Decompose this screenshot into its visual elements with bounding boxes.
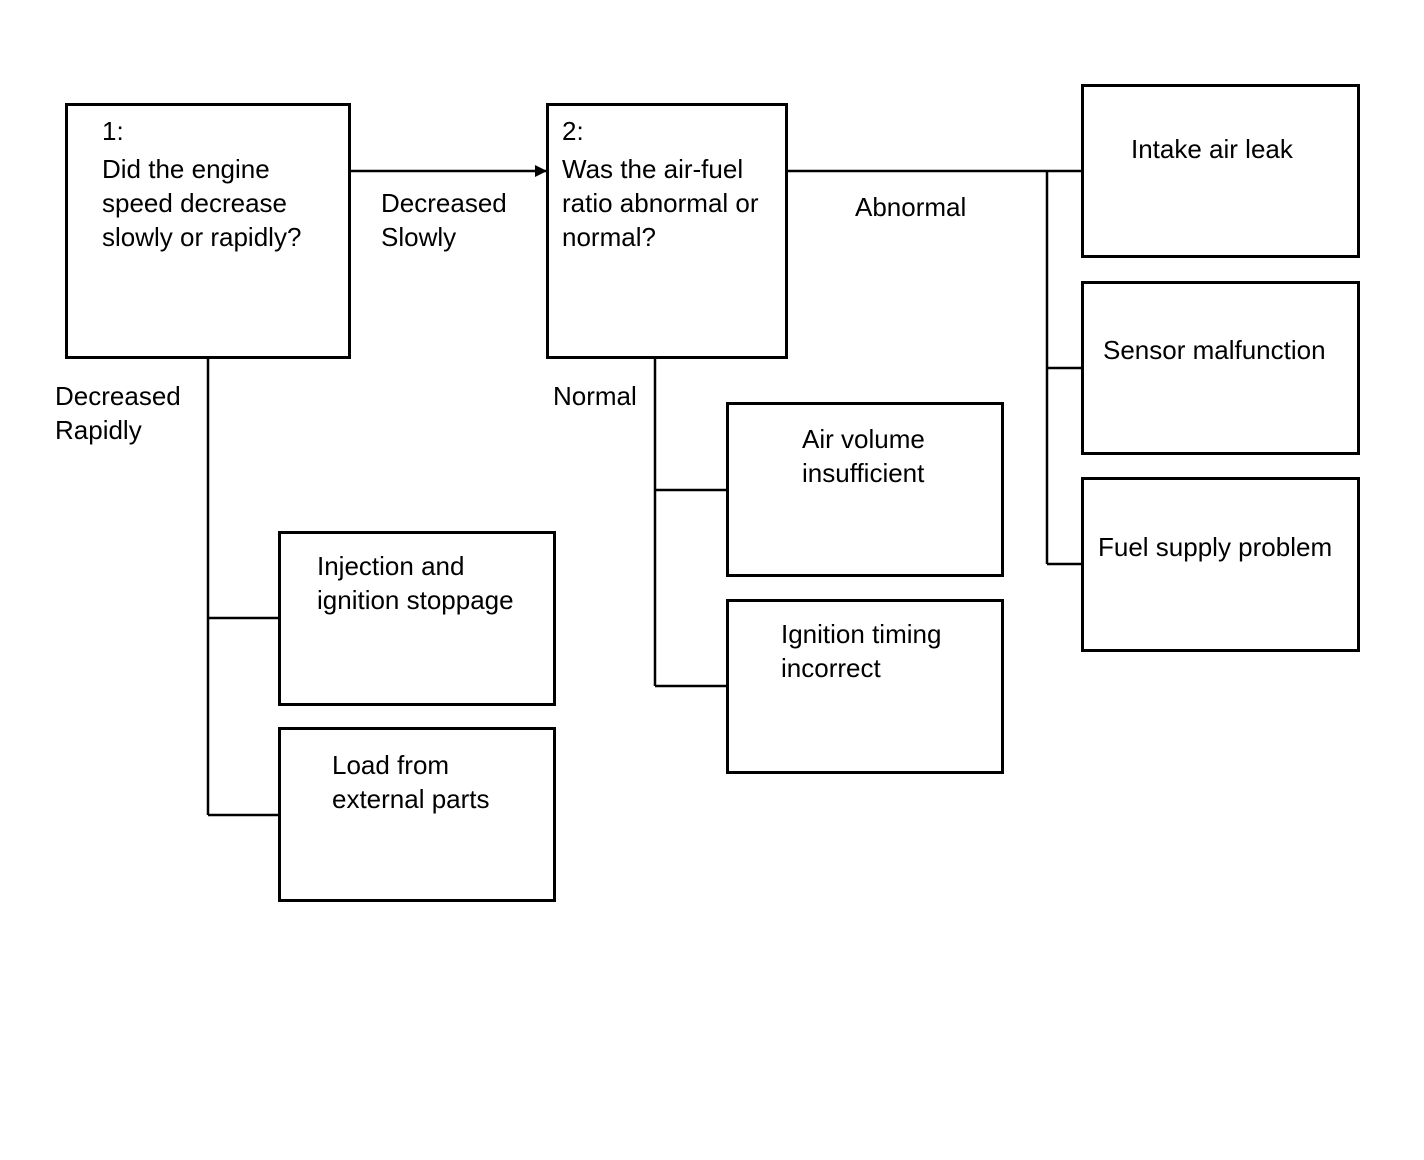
ignition-timing-line: Ignition timing: [781, 619, 942, 649]
ignition-timing-box: [726, 599, 1004, 774]
air-volume-box: [726, 402, 1004, 577]
load-external-line: external parts: [332, 784, 490, 814]
air-volume-line: Air volume: [802, 424, 925, 454]
question-2-line: Was the air-fuel: [562, 154, 744, 184]
edge-label-decreased-slowly: Decreased Slowly: [381, 186, 507, 254]
intake-air-leak-line: Intake air leak: [1131, 134, 1293, 164]
question-1-text: 1: Did the engine speed decrease slowly …: [102, 114, 301, 254]
edge-label-line: Rapidly: [55, 415, 142, 445]
sensor-malfunction-text: Sensor malfunction: [1103, 333, 1326, 367]
edge-label-normal: Normal: [553, 381, 637, 411]
sensor-malfunction-line: Sensor malfunction: [1103, 335, 1326, 365]
edge-label-line: Decreased: [381, 188, 507, 218]
question-2-line: ratio abnormal or: [562, 188, 759, 218]
question-2-line: normal?: [562, 222, 656, 252]
load-external-box: [278, 727, 556, 902]
edge-label-abnormal: Abnormal: [855, 192, 967, 222]
question-1-line: speed decrease: [102, 188, 288, 218]
injection-ignition-line: Injection and: [317, 551, 465, 581]
fuel-supply-text: Fuel supply problem: [1098, 530, 1332, 564]
intake-air-leak-box: [1081, 84, 1360, 258]
injection-ignition-line: ignition stoppage: [317, 585, 514, 615]
edge-label-line: Decreased: [55, 381, 181, 411]
edge-label-line: Slowly: [381, 222, 457, 252]
sensor-malfunction-box: [1081, 281, 1360, 455]
air-volume-text: Air volume insufficient: [802, 422, 925, 490]
question-1-line: slowly or rapidly?: [102, 222, 302, 252]
ignition-timing-text: Ignition timing incorrect: [781, 617, 941, 685]
question-2-number: 2:: [562, 116, 584, 146]
injection-ignition-box: [278, 531, 556, 706]
ignition-timing-line: incorrect: [781, 653, 881, 683]
load-external-text: Load from external parts: [332, 748, 490, 816]
intake-air-leak-text: Intake air leak: [1131, 132, 1293, 166]
question-2-box: [546, 103, 788, 359]
edge-label-decreased-rapidly: Decreased Rapidly: [55, 379, 181, 447]
question-1-box: [65, 103, 351, 359]
fuel-supply-line: Fuel supply problem: [1098, 532, 1333, 562]
injection-ignition-text: Injection and ignition stoppage: [317, 549, 514, 617]
question-2-text: 2: Was the air-fuel ratio abnormal or no…: [562, 114, 759, 254]
air-volume-line: insufficient: [802, 458, 925, 488]
fuel-supply-box: [1081, 477, 1360, 652]
load-external-line: Load from: [332, 750, 450, 780]
question-1-line: Did the engine: [102, 154, 270, 184]
question-1-number: 1:: [102, 116, 124, 146]
